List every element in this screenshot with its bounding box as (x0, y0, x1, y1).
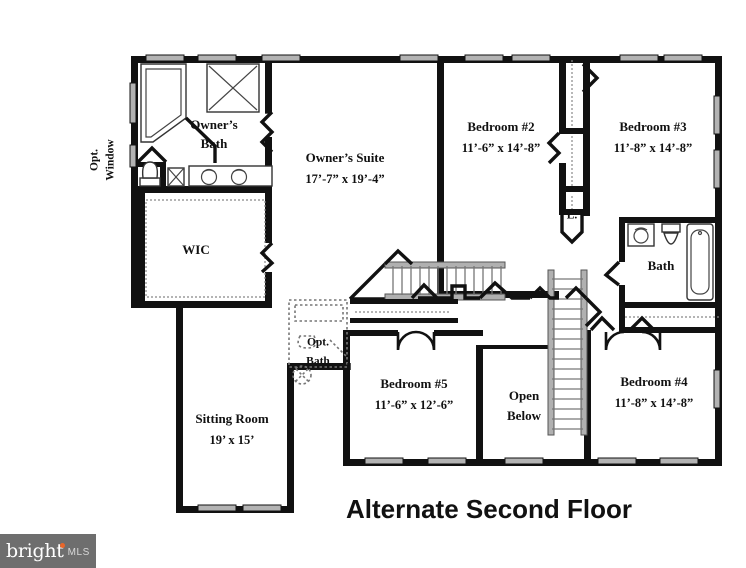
label-bedroom2-name: Bedroom #2 (467, 119, 534, 134)
window-sitting-2 (242, 504, 282, 512)
window-right-1 (713, 95, 721, 135)
opt-bath-outline (288, 299, 348, 368)
room-labels: Owner’s Bath Owner’s Suite 17’-7” x 19’-… (89, 117, 694, 447)
label-bedroom4-dims: 11’-8” x 14’-8” (615, 396, 693, 410)
owners-bath-inner-door (136, 145, 168, 164)
window-bottom-3 (504, 457, 544, 465)
vanity-sink-right-icon (230, 168, 248, 186)
toilet-icon-bath (661, 223, 681, 245)
label-opt-bath-line1: Opt. (307, 337, 329, 349)
owners-suite-door-jog (410, 282, 439, 300)
opt-bath-door (329, 339, 348, 358)
corner-tub-icon (140, 63, 187, 143)
label-open-below-line1: Open (509, 388, 540, 403)
window-top-1 (145, 54, 185, 62)
window-top-8 (663, 54, 703, 62)
vanity-sink-left-icon (200, 168, 218, 186)
door-group (136, 62, 662, 370)
window-top-3 (261, 54, 301, 62)
label-bedroom3-name: Bedroom #3 (619, 119, 687, 134)
linen-door (560, 215, 584, 245)
window-left-2 (129, 144, 137, 168)
window-bottom-2 (427, 457, 467, 465)
bedroom4-hall-jog (589, 315, 616, 332)
toilet-icon-owners (139, 161, 161, 187)
window-bottom-1 (364, 457, 404, 465)
hall-wall-jog-left (437, 284, 480, 300)
opt-toilet-icon (297, 335, 317, 349)
bedroom4-hall-jog2 (628, 315, 656, 332)
window-bottom-5 (659, 457, 699, 465)
label-sitting-room-dims: 19’ x 15’ (210, 433, 255, 447)
bedroom5-door-left (396, 330, 417, 351)
window-group (129, 54, 721, 512)
hall-bath-fixtures (625, 223, 719, 318)
label-sitting-room-name: Sitting Room (195, 411, 268, 426)
label-opt-window-line2: Window (105, 139, 117, 181)
hall-wall-jog-linen-right (564, 285, 588, 300)
window-top-4 (399, 54, 439, 62)
window-right-2 (713, 149, 721, 189)
label-bedroom2-dims: 11’-6” x 14’-8” (462, 141, 540, 155)
window-left-opt (129, 82, 137, 124)
bedroom5-door-right (415, 330, 436, 351)
watermark-brand: bright (6, 539, 65, 562)
opt-sink-icon (292, 365, 312, 385)
watermark-brand-text: bright (6, 539, 64, 562)
label-owners-bath-line2: Bath (201, 136, 229, 151)
window-bottom-4 (597, 457, 637, 465)
bedroom4-door-left (604, 330, 625, 351)
opt-bath-group (288, 299, 348, 385)
bright-mls-watermark: bright MLS (0, 534, 96, 568)
vanity-counter (188, 165, 273, 187)
label-opt-bath-line2: Bath (306, 356, 330, 368)
window-top-5 (464, 54, 504, 62)
window-right-3 (713, 369, 721, 409)
label-linen: L. (567, 210, 578, 222)
label-bedroom3-dims: 11’-8” x 14’-8” (614, 141, 692, 155)
wic-door-jog (259, 241, 275, 274)
owners-bath-door-jog (259, 110, 275, 154)
watermark-suffix: MLS (67, 547, 90, 558)
window-top-2 (197, 54, 237, 62)
bedroom2-closet-door (546, 131, 562, 165)
label-bedroom5-dims: 11’-6” x 12’-6” (375, 398, 453, 412)
label-opt-window: Opt. Window (89, 139, 117, 181)
hall-serration-1 (478, 280, 530, 300)
watermark-accent-dot (59, 542, 65, 548)
owners-bath-fixtures (139, 63, 273, 187)
opt-tub-icon (294, 304, 344, 322)
hall-wall-jog-linen-left (528, 285, 559, 300)
label-bath: Bath (648, 258, 676, 273)
hall-serration-2 (584, 296, 603, 328)
label-opt-window-line1: Opt. (89, 149, 101, 171)
bathtub-icon (686, 223, 714, 301)
window-sitting-1 (197, 504, 237, 512)
label-owners-bath-line1: Owner’s (190, 117, 237, 132)
label-bedroom4-name: Bedroom #4 (620, 374, 688, 389)
bath-door-jog (603, 260, 621, 287)
label-owners-suite-dims: 17’-7” x 19’-4” (305, 172, 384, 186)
page-title: Alternate Second Floor (346, 494, 632, 524)
label-wic: WIC (182, 242, 209, 257)
label-open-below-line2: Below (507, 408, 542, 423)
window-top-6 (511, 54, 551, 62)
window-top-7 (619, 54, 659, 62)
bedroom4-door-right (641, 330, 662, 351)
label-owners-suite-name: Owner’s Suite (306, 150, 385, 165)
label-bedroom5-name: Bedroom #5 (380, 376, 448, 391)
sink-icon-bath (627, 223, 655, 247)
bedroom3-closet-door (581, 62, 600, 94)
